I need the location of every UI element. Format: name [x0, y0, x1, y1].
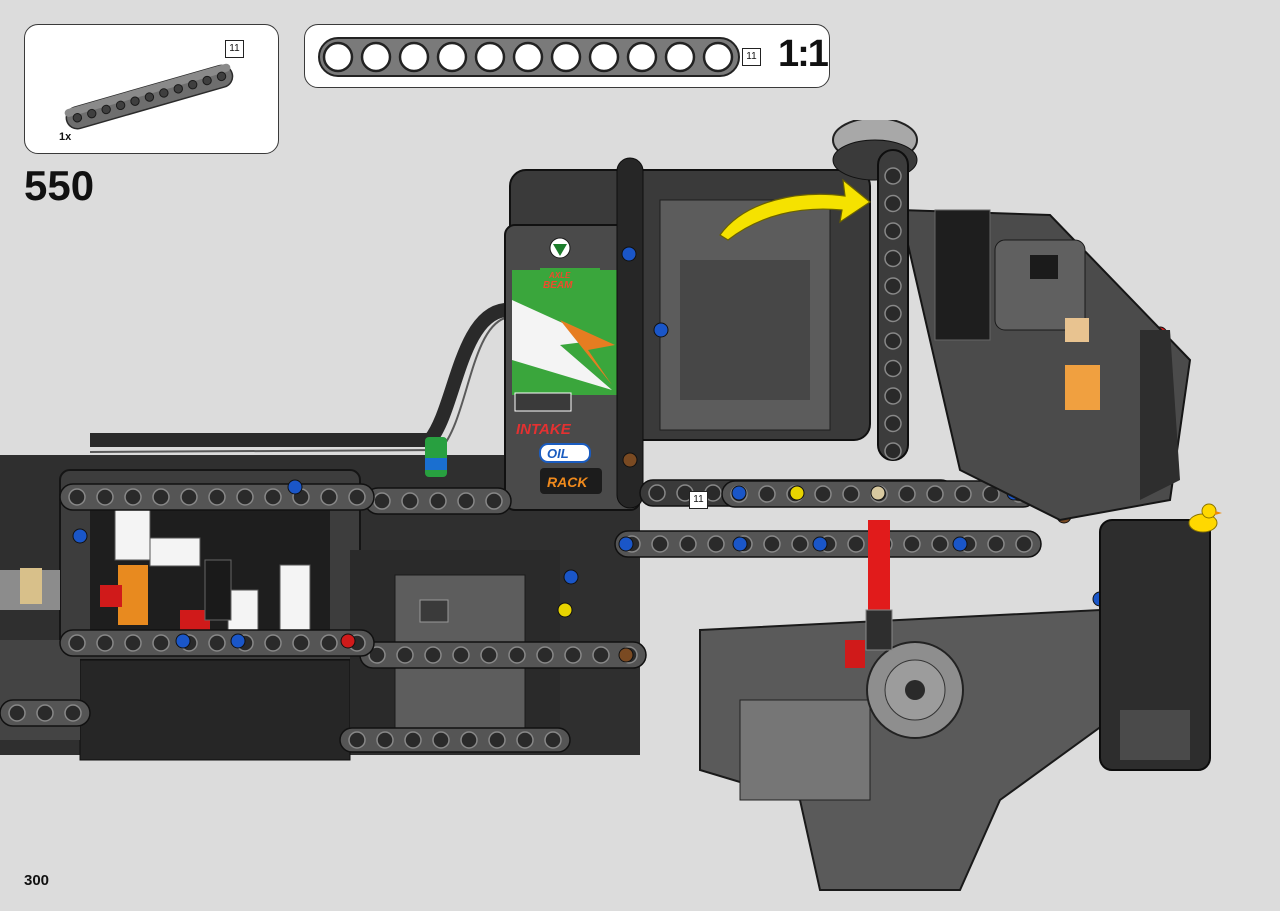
- model-assembly-illustration: AXLE BEAM INTAKE OIL RACK: [0, 120, 1222, 891]
- model-beam-length-label: 11: [689, 491, 708, 509]
- rubber-duck-icon: [1188, 503, 1222, 533]
- sticker-brand-oil: OIL: [547, 446, 569, 461]
- sticker-brand-intake: INTAKE: [516, 421, 572, 438]
- parts-needed-panel: 11 1x: [24, 24, 279, 154]
- page-number: 300: [24, 872, 50, 889]
- gray-beam-11-icon: [64, 63, 234, 130]
- step-number: 550: [24, 162, 95, 209]
- scale-length-label: 11: [742, 48, 761, 66]
- scale-ratio-label: 1:1: [778, 33, 829, 75]
- steering-mechanism: [699, 120, 1211, 891]
- sticker-line2: BEAM: [543, 280, 573, 291]
- scale-reference-panel: 11 1:1: [304, 24, 830, 88]
- yellow-curved-arrow-icon: [719, 178, 872, 241]
- sticker-line1: AXLE: [548, 271, 571, 280]
- part-quantity: 1x: [59, 131, 72, 143]
- sticker-brand-rack: RACK: [547, 474, 588, 490]
- beam-length-label: 11: [225, 40, 244, 58]
- beam-1to1-icon: [318, 37, 740, 77]
- sticker-panel: AXLE BEAM INTAKE OIL RACK: [504, 157, 644, 511]
